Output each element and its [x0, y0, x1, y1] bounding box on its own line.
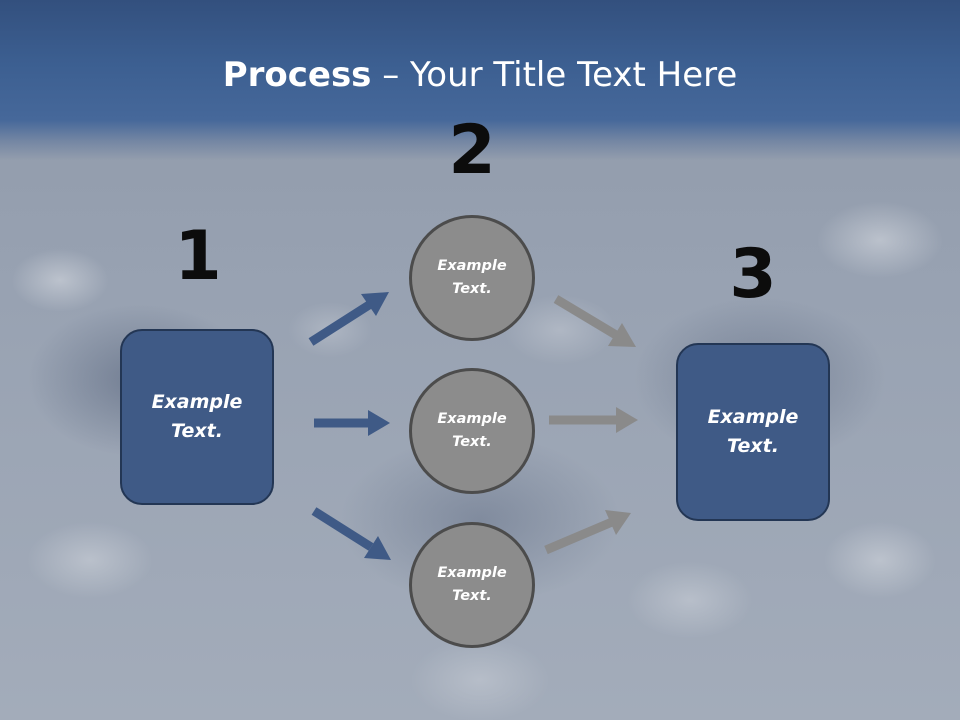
step-2-circle-middle: Example Text.	[409, 368, 535, 494]
step-2-circle-top: Example Text.	[409, 215, 535, 341]
arrow-gray-down	[553, 295, 619, 339]
arrowhead-blue-up	[361, 292, 389, 316]
arrow-gray-up	[544, 517, 614, 555]
arrow-blue-up	[308, 301, 372, 346]
step-2-circle-middle-text: Example Text.	[437, 411, 507, 450]
slide-title: Process – Your Title Text Here	[0, 52, 960, 98]
step-number-3: 3	[729, 235, 777, 314]
step-1-text: Example Text.	[151, 391, 243, 442]
header-band	[0, 0, 960, 160]
step-number-1: 1	[174, 217, 222, 296]
step-3-box: Example Text.	[676, 343, 830, 521]
step-2-circle-bottom-text: Example Text.	[437, 565, 507, 604]
arrowhead-gray-middle	[616, 407, 638, 433]
arrow-blue-down	[311, 507, 374, 551]
arrowhead-blue-down	[364, 536, 391, 560]
step-2-circle-top-text: Example Text.	[437, 258, 507, 297]
step-3-text: Example Text.	[707, 406, 799, 457]
title-bold: Process	[222, 55, 372, 95]
arrowhead-blue-middle	[368, 410, 390, 436]
arrowhead-gray-up	[605, 510, 631, 535]
arrowhead-gray-down	[608, 323, 636, 347]
step-2-circle-bottom: Example Text.	[409, 522, 535, 648]
title-rest: – Your Title Text Here	[371, 55, 738, 95]
step-1-box: Example Text.	[120, 329, 274, 505]
step-number-2: 2	[448, 111, 496, 190]
